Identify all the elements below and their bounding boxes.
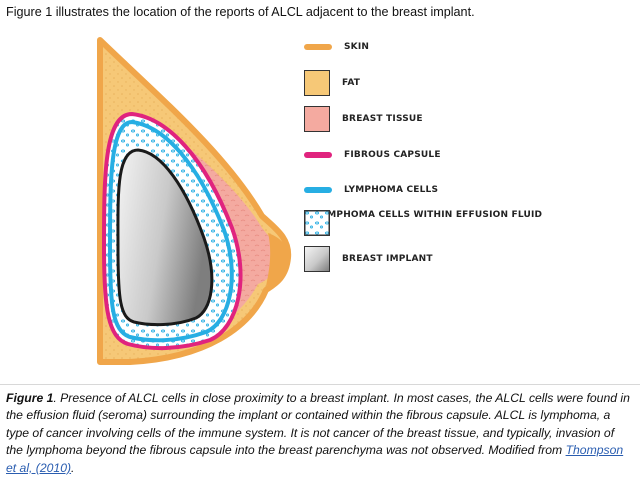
legend-item-skin: SKIN [304,42,369,52]
fibrous-capsule-swatch [304,152,332,158]
skin-swatch [304,44,332,50]
nipple [266,233,289,286]
legend-item-breast-tissue: BREAST TISSUE [304,106,423,132]
fat-swatch [304,70,330,96]
legend-label-fat: FAT [342,78,361,88]
citation-link[interactable]: Thompson et al, (2010) [6,443,624,475]
lymphoma-cells-ring [107,119,234,343]
legend-label-lymphoma-in-fluid: LYMPHOMA CELLS WITHIN EFFUSION FLUID [316,210,543,220]
legend-label-breast-implant: BREAST IMPLANT [342,254,433,264]
caption-text: . Presence of ALCL cells in close proxim… [6,391,630,458]
breast-tissue-swatch [304,106,330,132]
lymphoma-cells-swatch [304,187,332,193]
legend-item-fat: FAT [304,70,360,96]
intro-text: Figure 1 illustrates the location of the… [6,5,475,19]
lymphoma-fluid-swatch [304,210,330,236]
caption-label: Figure 1 [6,391,54,405]
breast-implant-swatch [304,246,330,272]
legend-label-fibrous-capsule: FIBROUS CAPSULE [344,150,441,160]
caption-divider [0,384,640,385]
breast-cross-section [97,37,292,365]
caption-end: . [71,460,75,475]
legend-item-lymphoma-in-fluid: LYMPHOMA CELLS WITHIN EFFUSION FLUID [304,210,543,236]
legend-label-lymphoma-cells: LYMPHOMA CELLS [344,185,439,195]
legend-item-fibrous-capsule: FIBROUS CAPSULE [304,150,441,160]
figure-caption: Figure 1. Presence of ALCL cells in clos… [6,390,634,477]
legend-item-breast-implant: BREAST IMPLANT [304,246,433,272]
legend-item-lymphoma-cells: LYMPHOMA CELLS [304,185,438,195]
legend-label-skin: SKIN [344,42,370,52]
legend-label-breast-tissue: BREAST TISSUE [342,114,423,124]
breast-implant-shape [116,148,214,327]
breast-implant-diagram: SKIN FAT BREAST TISSUE FIBROUS CAPSULE L… [0,28,640,384]
